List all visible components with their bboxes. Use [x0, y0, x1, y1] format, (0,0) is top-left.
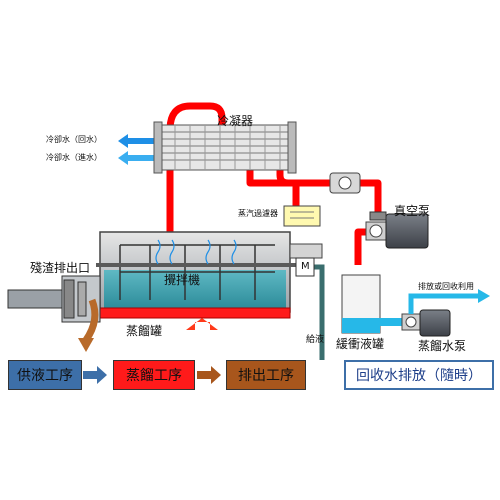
- discharge-reuse-label: 排放或回收利用: [418, 282, 474, 291]
- agitator-label: 攪拌機: [164, 273, 201, 287]
- motor-label: M: [301, 261, 310, 272]
- heat-arrow: [186, 318, 218, 330]
- residue-discharge-arrow: [83, 298, 99, 343]
- vacuum-pump: [365, 211, 429, 249]
- recovery-process-box: 回收水排放（隨時）: [344, 360, 494, 390]
- distill-water-pump-label: 蒸餾水泵: [418, 339, 467, 353]
- motor: [295, 257, 315, 277]
- residue-outlet-label: 殘渣排出口: [30, 261, 91, 275]
- distill-water-pump: [380, 289, 490, 337]
- flow-arrow-2: [197, 366, 221, 384]
- discharge-process-box: 排出工序: [226, 360, 306, 390]
- steam-filter-label: 蒸汽過濾器: [238, 209, 278, 218]
- check-valve: [329, 172, 361, 194]
- condenser-label: 冷凝器: [217, 114, 254, 128]
- distill-tank: [96, 231, 323, 319]
- coolant-return-label: 冷卻水（回水）: [46, 135, 102, 144]
- coolant-inlet-label: 冷卻水（進水）: [46, 153, 102, 162]
- feed-pipe: [296, 264, 325, 360]
- steam-filter: [283, 205, 321, 227]
- coolant-arrows: [118, 134, 158, 165]
- flow-arrow-1: [83, 366, 107, 384]
- buffer-tank-label: 緩衝液罐: [336, 337, 385, 351]
- distill-tank-label: 蒸餾罐: [126, 324, 163, 338]
- condenser: [153, 121, 297, 174]
- buffer-tank: [341, 274, 381, 334]
- residue-outlet-assembly: [7, 275, 101, 323]
- distill-process-box: 蒸餾工序: [113, 360, 195, 390]
- feed-liquid-label: 給液: [306, 335, 325, 345]
- vacuum-pump-label: 真空泵: [394, 204, 431, 218]
- feed-process-box: 供液工序: [8, 360, 82, 390]
